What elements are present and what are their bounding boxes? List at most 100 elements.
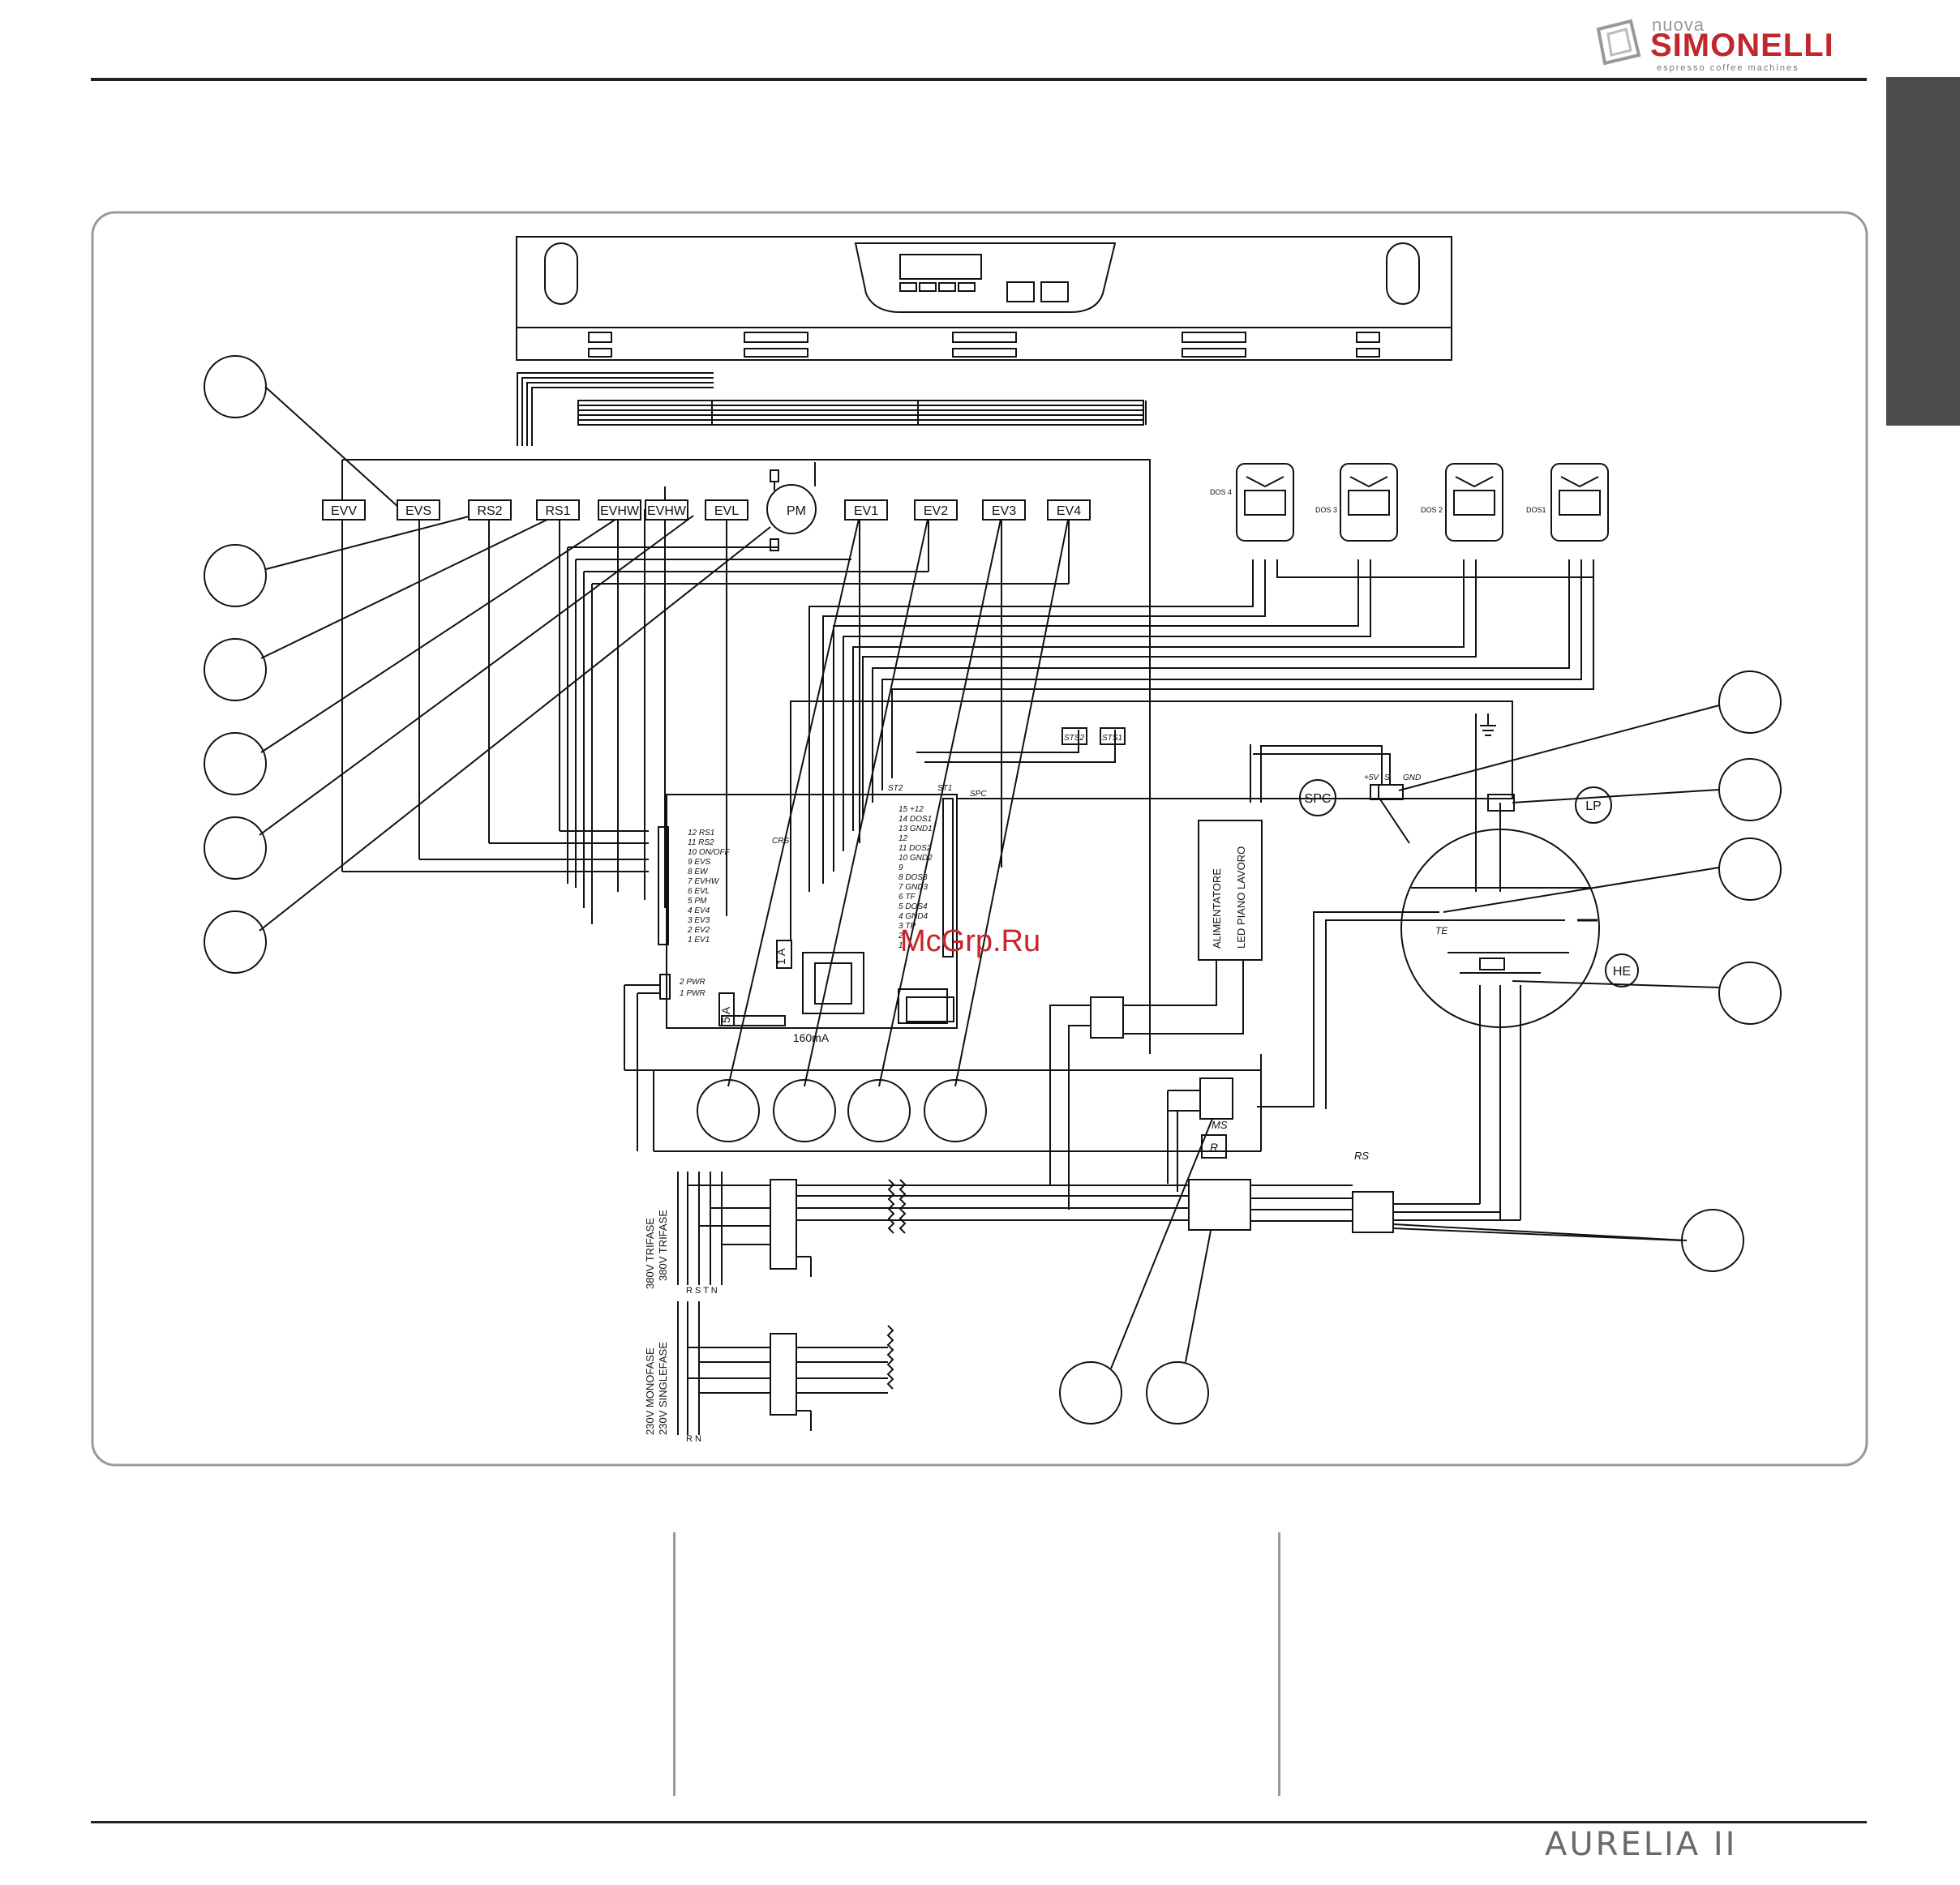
- pin-label: 1: [899, 941, 903, 950]
- flowmeter-label: DOS 2: [1421, 506, 1443, 514]
- pin-label: 6 TF: [899, 893, 916, 902]
- pin-label: 12: [899, 834, 908, 843]
- he-element-circle: [1605, 953, 1639, 987]
- component-label: EVS: [405, 504, 431, 518]
- callout-circle: [1718, 838, 1782, 901]
- flowmeter-label: DOS1: [1526, 506, 1546, 514]
- fuse-label: 1 A: [774, 948, 787, 965]
- callout-circle: [773, 1079, 836, 1142]
- component-label: RS1: [545, 504, 570, 518]
- pin-label: 10 ON/OFF: [688, 848, 731, 857]
- he-element-label: HE: [1613, 965, 1631, 979]
- callout-circle: [204, 544, 267, 607]
- column-divider: [673, 1532, 675, 1796]
- board-label: ST1: [937, 784, 952, 793]
- control-board: [666, 794, 958, 1029]
- component-label: EV2: [924, 504, 948, 518]
- component-label: EVL: [714, 504, 739, 518]
- pin-label: 3 EV3: [688, 916, 710, 925]
- switch-label: MS: [1212, 1119, 1228, 1131]
- power-supply-label: ALIMENTATORE: [1211, 868, 1223, 949]
- callout-circle: [1146, 1361, 1209, 1424]
- diagram-frame: [91, 211, 1868, 1467]
- callout-circle: [204, 910, 267, 974]
- model-logo: AURELIA II: [1545, 1826, 1738, 1863]
- fuse-label: 5 A: [719, 1006, 732, 1023]
- board-label: CRS: [772, 837, 789, 846]
- callout-circle: [697, 1079, 760, 1142]
- flowmeter-dos1: [1550, 463, 1609, 542]
- pin-label: 15 +12: [899, 805, 924, 814]
- pin-label: 8 EW: [688, 868, 709, 876]
- pin-label: 11 RS2: [688, 838, 714, 847]
- callout-circle: [1681, 1209, 1744, 1272]
- pin-label: 12 RS1: [688, 829, 714, 838]
- pin-label: 1 EV1: [688, 936, 710, 945]
- component-label: EVHW: [600, 504, 640, 518]
- callout-circle: [204, 732, 267, 795]
- spc-sensor-label: SPC: [1305, 792, 1332, 806]
- sensor-label: TE: [1435, 925, 1448, 936]
- brand-tagline: espresso coffee machines: [1657, 63, 1799, 73]
- pin-label: 11 DOS2: [899, 844, 932, 853]
- pin-label: 4 EV4: [688, 906, 710, 915]
- section-tab: [1886, 77, 1960, 426]
- lp-sensor-label: LP: [1585, 799, 1602, 813]
- pin-label: 9 EVS: [688, 858, 711, 867]
- terminal-labels: R N: [686, 1434, 701, 1444]
- callout-circle: [847, 1079, 911, 1142]
- component-label: EV3: [992, 504, 1016, 518]
- callout-circle: [1718, 670, 1782, 734]
- pin-label: 2: [898, 932, 903, 940]
- supply-label: 230V MONOFASE: [644, 1347, 656, 1435]
- lp-sensor-circle: [1575, 786, 1612, 824]
- supply-label: 230V SINGLEFASE: [657, 1342, 669, 1435]
- supply-label: 380V TRIFASE: [644, 1218, 656, 1289]
- component-label: EV1: [854, 504, 878, 518]
- header-rule: [91, 78, 1867, 81]
- brand-prefix: nuova: [1652, 15, 1705, 35]
- board-label: SPC: [970, 790, 987, 799]
- callout-circle: [204, 355, 267, 418]
- pin-label: 8 DOS3: [899, 873, 928, 882]
- fuse-label: 160mA: [793, 1031, 830, 1044]
- relay-label: R: [1210, 1141, 1218, 1154]
- watermark: McGrp.Ru: [900, 924, 1041, 958]
- flowmeter-label: DOS 3: [1315, 506, 1337, 514]
- callout-circle: [924, 1079, 987, 1142]
- board-label: ST2: [888, 784, 903, 793]
- sensor-label: STS1: [1102, 734, 1122, 743]
- pin-label: 4 GND4: [899, 912, 929, 921]
- component-label: EV4: [1057, 504, 1081, 518]
- pin-label: 10 GND2: [899, 854, 933, 863]
- pin-label: 7 GND3: [899, 883, 929, 892]
- brand-logo: nuova SIMONELLI espresso coffee machines: [1593, 15, 1885, 79]
- pin-label: 5 DOS4: [899, 902, 928, 911]
- supply-label: 380V TRIFASE: [657, 1210, 669, 1281]
- footer-rule: [91, 1821, 1867, 1823]
- spc-sensor-circle: [1299, 779, 1336, 816]
- display-bezel: [854, 242, 1117, 313]
- terminal-labels: R S T N: [686, 1286, 718, 1296]
- pin-label: 2 EV2: [687, 926, 710, 935]
- pin-label: 14 DOS1: [899, 815, 932, 824]
- component-label: EVV: [331, 504, 357, 518]
- pin-label: 1 PWR: [680, 989, 706, 998]
- pin-label: 9: [899, 863, 903, 872]
- led-power-supply: [1198, 820, 1263, 961]
- callout-circle: [204, 816, 267, 880]
- column-divider: [1278, 1532, 1280, 1796]
- sensor-pin-label: S: [1384, 773, 1390, 782]
- callout-circle: [1718, 962, 1782, 1025]
- pin-label: 7 EVHW: [688, 877, 720, 886]
- component-label: PM: [787, 504, 806, 518]
- callout-circle: [204, 638, 267, 701]
- pin-label: 2 PWR: [679, 978, 706, 987]
- sensor-pin-label: +5V: [1364, 773, 1379, 782]
- component-label: RS2: [477, 504, 502, 518]
- sensor-pin-label: GND: [1403, 773, 1421, 782]
- pin-label: 3 TP: [899, 922, 916, 931]
- flowmeter-dos3: [1340, 463, 1398, 542]
- pin-label: 13 GND1: [899, 825, 933, 833]
